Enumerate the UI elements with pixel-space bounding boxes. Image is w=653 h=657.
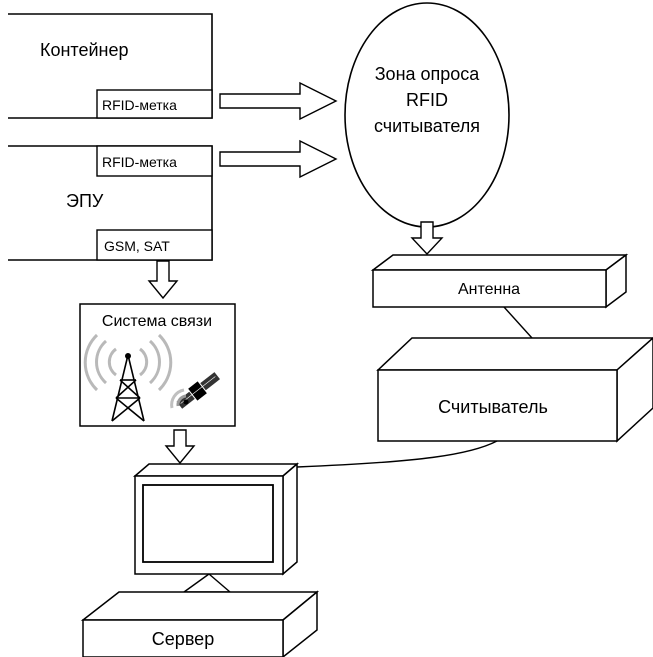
comm-system-panel: Система связи: [79, 303, 236, 427]
antenna-reader-connector: [503, 306, 533, 339]
arrow-epu-to-comm: [147, 260, 179, 300]
epu-gsm-sat-tag: GSM, SAT: [96, 229, 213, 261]
arrow-epu-to-zone: [219, 139, 338, 179]
epu-rfid-tag: RFID-метка: [96, 145, 213, 177]
zone-line-3: считывателя: [374, 116, 480, 136]
server-monitor: [132, 462, 300, 576]
reader-zone: Зона опроса RFID считывателя: [344, 2, 510, 228]
zone-line-1: Зона опроса: [375, 64, 481, 84]
zone-line-2: RFID: [406, 90, 448, 110]
epu-box: RFID-метка ЭПУ GSM, SAT: [8, 145, 213, 261]
radio-tower-icon: [83, 333, 173, 422]
reader-label: Считыватель: [438, 397, 548, 417]
container-rfid-tag-label: RFID-метка: [102, 97, 177, 113]
container-rfid-tag: RFID-метка: [96, 89, 213, 119]
container-box: Контейнер RFID-метка: [8, 13, 213, 119]
server-box: [80, 590, 320, 657]
reader-server-cable: [296, 440, 498, 468]
satellite-icon: [170, 372, 220, 409]
comm-system-title: Система связи: [102, 313, 212, 330]
epu-title: ЭПУ: [66, 191, 104, 211]
container-title: Контейнер: [40, 40, 129, 60]
reader-box: [376, 336, 653, 443]
server-label: Сервер: [152, 629, 214, 649]
arrow-zone-to-antenna: [410, 221, 444, 256]
arrow-container-to-zone: [219, 81, 338, 121]
arrow-comm-to-server: [164, 429, 196, 465]
epu-gsm-sat-label: GSM, SAT: [104, 238, 170, 254]
antenna-box: [370, 253, 629, 309]
monitor-stand: [183, 573, 231, 593]
epu-rfid-tag-label: RFID-метка: [102, 154, 177, 170]
antenna-label: Антенна: [458, 281, 520, 298]
